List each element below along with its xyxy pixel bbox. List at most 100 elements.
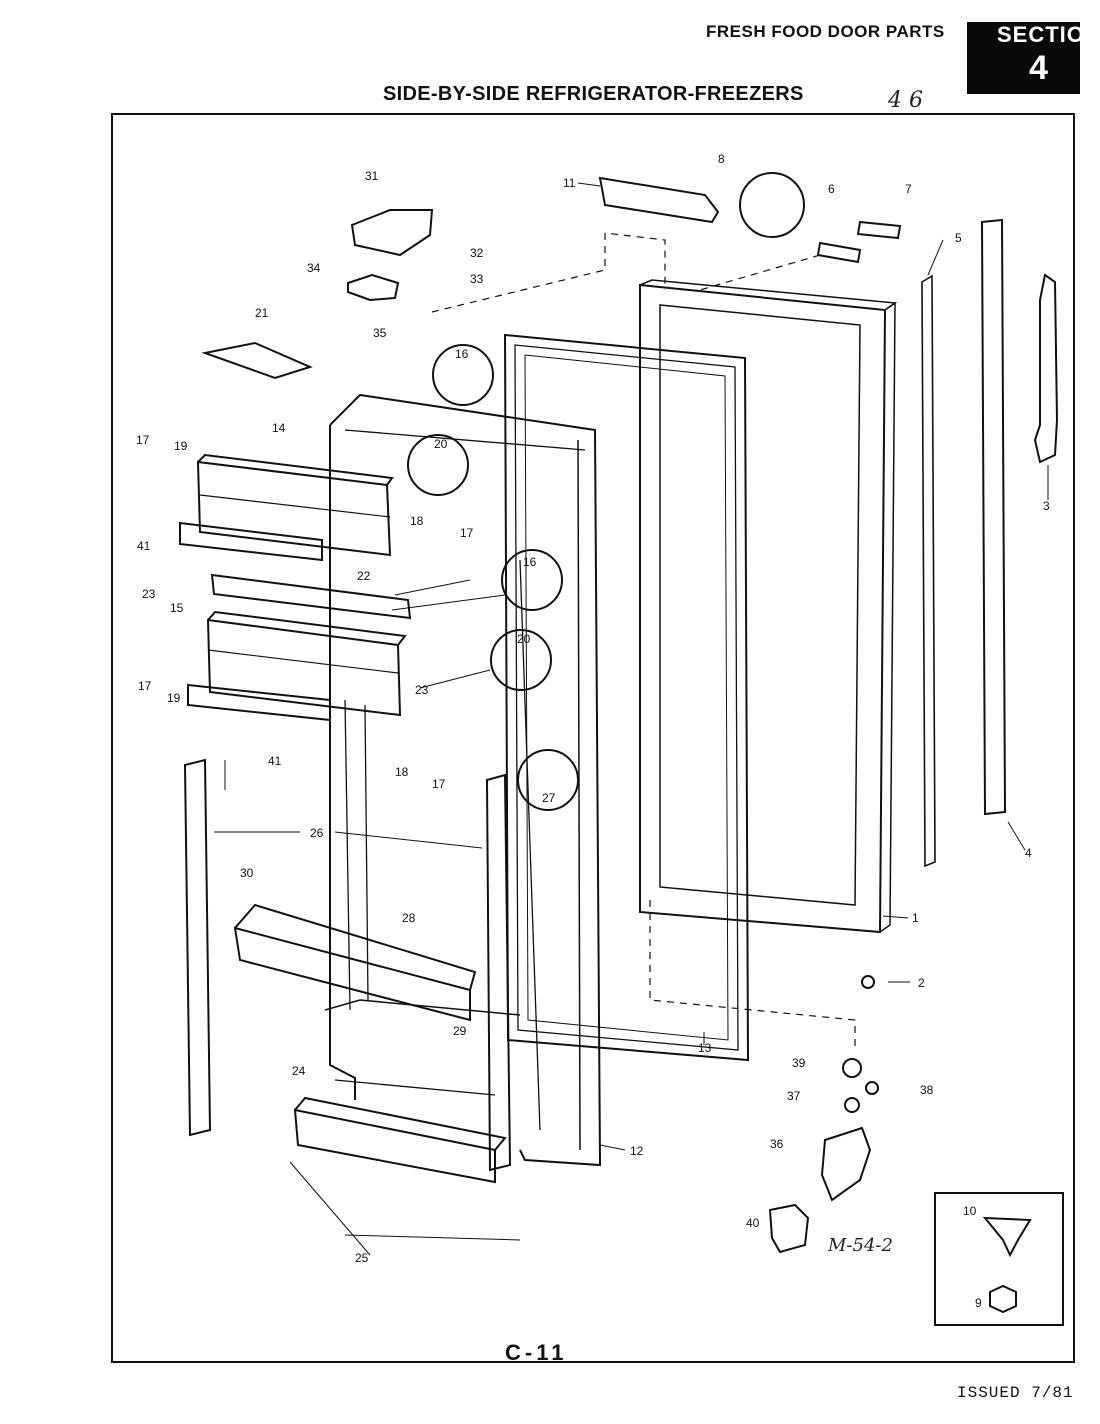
shelf-retainer-lower [206,610,407,717]
callout-18-b: 18 [395,765,409,779]
shelf-rail-right [485,773,512,1172]
trim-piece-7 [856,220,902,240]
door-shelf-28 [233,903,477,1022]
callout-7: 7 [905,182,912,196]
callout-3: 3 [1043,499,1050,513]
callout-15: 15 [170,601,184,615]
callout-16-upper: 16 [455,347,469,361]
door-trim-strip [980,218,1007,816]
detail-circle-27 [517,749,579,811]
section-label: SECTIO [997,22,1085,47]
callout-17-c: 17 [138,679,152,693]
callout-27: 27 [542,791,556,805]
callout-23-a: 23 [142,587,156,601]
callout-19-b: 19 [167,691,181,705]
callout-17-b: 17 [460,526,474,540]
door-handle [1033,273,1059,464]
trim-strip-41-upper [179,521,323,562]
callout-41-b: 41 [268,754,282,768]
diagram-frame [111,113,1075,1363]
callout-26: 26 [310,826,324,840]
shelf-retainer-upper [196,453,394,557]
callout-40: 40 [746,1216,760,1230]
callout-28: 28 [402,911,416,925]
callout-39: 39 [792,1056,806,1070]
callout-8: 8 [718,152,725,166]
callout-38: 38 [920,1083,934,1097]
callout-14: 14 [272,421,286,435]
callout-6: 6 [828,182,835,196]
callout-23-b: 23 [415,683,429,697]
callout-20-upper: 20 [434,437,448,451]
section-badge: SECTIO 4 [967,22,1084,94]
plug-2 [861,975,875,989]
shelf-rail-left [183,758,212,1137]
shelf-bar-22 [210,573,412,620]
callout-12: 12 [630,1144,644,1158]
door-outer-panel [639,279,898,934]
document-title: SIDE-BY-SIDE REFRIGERATOR-FREEZERS [383,83,804,105]
callout-17-a: 17 [136,433,150,447]
callout-20-lower: 20 [517,632,531,646]
butter-bin-21 [201,341,313,380]
section-title: FRESH FOOD DOOR PARTS [706,22,945,41]
hinge-plate-34 [347,273,400,302]
callout-24: 24 [292,1064,306,1078]
page-code: C-11 [505,1340,568,1365]
washer-38 [865,1081,879,1095]
nut-9 [989,1284,1017,1314]
callout-1: 1 [912,911,919,925]
issued-date: ISSUED 7/81 [957,1384,1074,1402]
leader-lines [214,182,1049,1256]
callout-41-a: 41 [137,539,151,553]
hinge-bracket-36 [820,1126,872,1202]
handwritten-code: M-54-2 [828,1235,893,1256]
door-shelf-24 [293,1096,507,1184]
callout-13: 13 [698,1041,712,1055]
callout-16-lower: 16 [523,555,537,569]
callout-19-a: 19 [174,439,188,453]
callout-18-a: 18 [410,514,424,528]
callout-5: 5 [955,231,962,245]
door-gasket [503,333,750,1062]
section-number: 4 [1029,49,1048,87]
callout-25: 25 [355,1251,369,1265]
callout-35: 35 [373,326,387,340]
hinge-guide-lines [431,232,856,1050]
detail-circle-16-lower [501,549,563,611]
callout-10: 10 [963,1204,977,1218]
handwritten-note: 4 6 [888,88,923,113]
callout-17-d: 17 [432,777,446,791]
hinge-bracket-6 [816,241,862,264]
callout-22: 22 [357,569,371,583]
callout-2: 2 [918,976,925,990]
bushing-39 [842,1058,862,1078]
callout-31: 31 [365,169,379,183]
hinge-plate-40 [768,1203,810,1254]
push-pin-10 [982,1216,1032,1258]
trim-strip-41-lower [187,683,331,722]
detail-circle-20-upper [407,434,469,496]
callout-4: 4 [1025,846,1032,860]
hinge-top-31 [350,209,434,257]
callout-36: 36 [770,1137,784,1151]
fastener-inset-box [934,1192,1064,1326]
pin-37 [844,1097,860,1113]
callout-34: 34 [307,261,321,275]
detail-circle-20-lower [490,629,552,691]
callout-21: 21 [255,306,269,320]
door-inner-liner [324,393,602,1167]
callout-9: 9 [975,1296,982,1310]
callout-29: 29 [453,1024,467,1038]
detail-circle-8 [739,172,805,238]
callout-30: 30 [240,866,254,880]
callout-32: 32 [470,246,484,260]
hinge-11 [598,176,720,224]
detail-circle-16-upper [432,344,494,406]
callout-37: 37 [787,1089,801,1103]
door-handle-trim [921,274,936,868]
callout-33: 33 [470,272,484,286]
part-callouts: 1 2 3 4 5 6 7 8 9 10 11 12 13 14 15 16 1… [136,152,1050,1310]
callout-11: 11 [563,176,576,190]
